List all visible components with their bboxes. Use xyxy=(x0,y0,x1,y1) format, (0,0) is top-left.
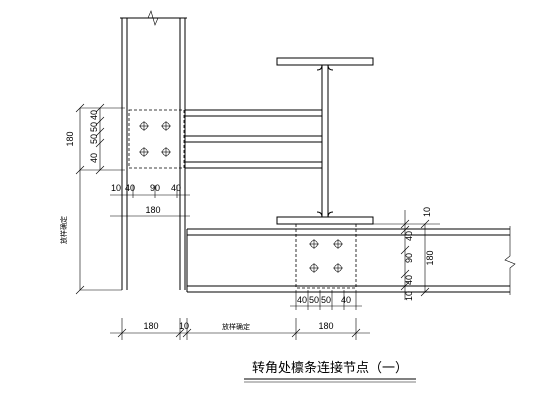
right-dimension-chain: 10 40 90 40 10 180 xyxy=(372,207,440,301)
dim-bot-50b: 50 xyxy=(321,295,331,305)
bolt xyxy=(161,121,171,131)
dim-h40b: 40 xyxy=(171,183,181,193)
dim-left-50a: 50 xyxy=(89,122,99,132)
bolt xyxy=(161,147,171,157)
dim-h180: 180 xyxy=(145,205,160,215)
dim-bot-40b: 40 xyxy=(341,295,351,305)
dim-right-total: 180 xyxy=(425,250,435,265)
dim-right-10a: 10 xyxy=(422,207,432,217)
title-text: 转角处檩条连接节点（一） xyxy=(252,360,408,375)
dim-h90: 90 xyxy=(150,183,160,193)
right-bottom-dims: 40 50 50 40 xyxy=(290,290,362,310)
right-purlin xyxy=(186,226,516,295)
dim-right-40b: 40 xyxy=(404,275,414,285)
note-bottom: 放样确定 xyxy=(222,322,250,331)
dim-bot-50a: 50 xyxy=(309,295,319,305)
right-connection-plate xyxy=(295,223,357,289)
dim-left-40a: 40 xyxy=(89,110,99,120)
dim-right-40a: 40 xyxy=(404,231,414,241)
dim-bot-40a: 40 xyxy=(297,295,307,305)
drawing-title: 转角处檩条连接节点（一） xyxy=(244,360,416,383)
h-section-column xyxy=(276,57,374,225)
bolt xyxy=(139,121,149,131)
bolt xyxy=(309,263,319,273)
left-horizontal-dims: 10 40 90 40 180 xyxy=(110,183,190,220)
dim-bot-10: 10 xyxy=(179,321,189,331)
bolt xyxy=(309,239,319,249)
bolt xyxy=(333,263,343,273)
bottom-dimension-line: 180 10 放样确定 180 xyxy=(110,318,370,340)
bolt xyxy=(139,147,149,157)
dim-left-total: 180 xyxy=(65,131,75,146)
left-beam-lines xyxy=(185,109,322,169)
dim-bot-180a: 180 xyxy=(143,321,158,331)
dim-h40a: 40 xyxy=(125,183,135,193)
left-column xyxy=(120,10,187,290)
bolt xyxy=(333,239,343,249)
left-dimension-chain: 180 40 50 50 40 放样确定 xyxy=(59,103,125,295)
dim-bot-180b: 180 xyxy=(318,321,333,331)
left-connection-plate xyxy=(128,109,185,169)
dim-right-10b: 10 xyxy=(404,291,414,301)
dim-h10: 10 xyxy=(111,183,121,193)
note-left: 放样确定 xyxy=(59,216,68,244)
dim-left-40b: 40 xyxy=(89,153,99,163)
dim-left-50b: 50 xyxy=(89,134,99,144)
dim-right-90: 90 xyxy=(404,253,414,263)
